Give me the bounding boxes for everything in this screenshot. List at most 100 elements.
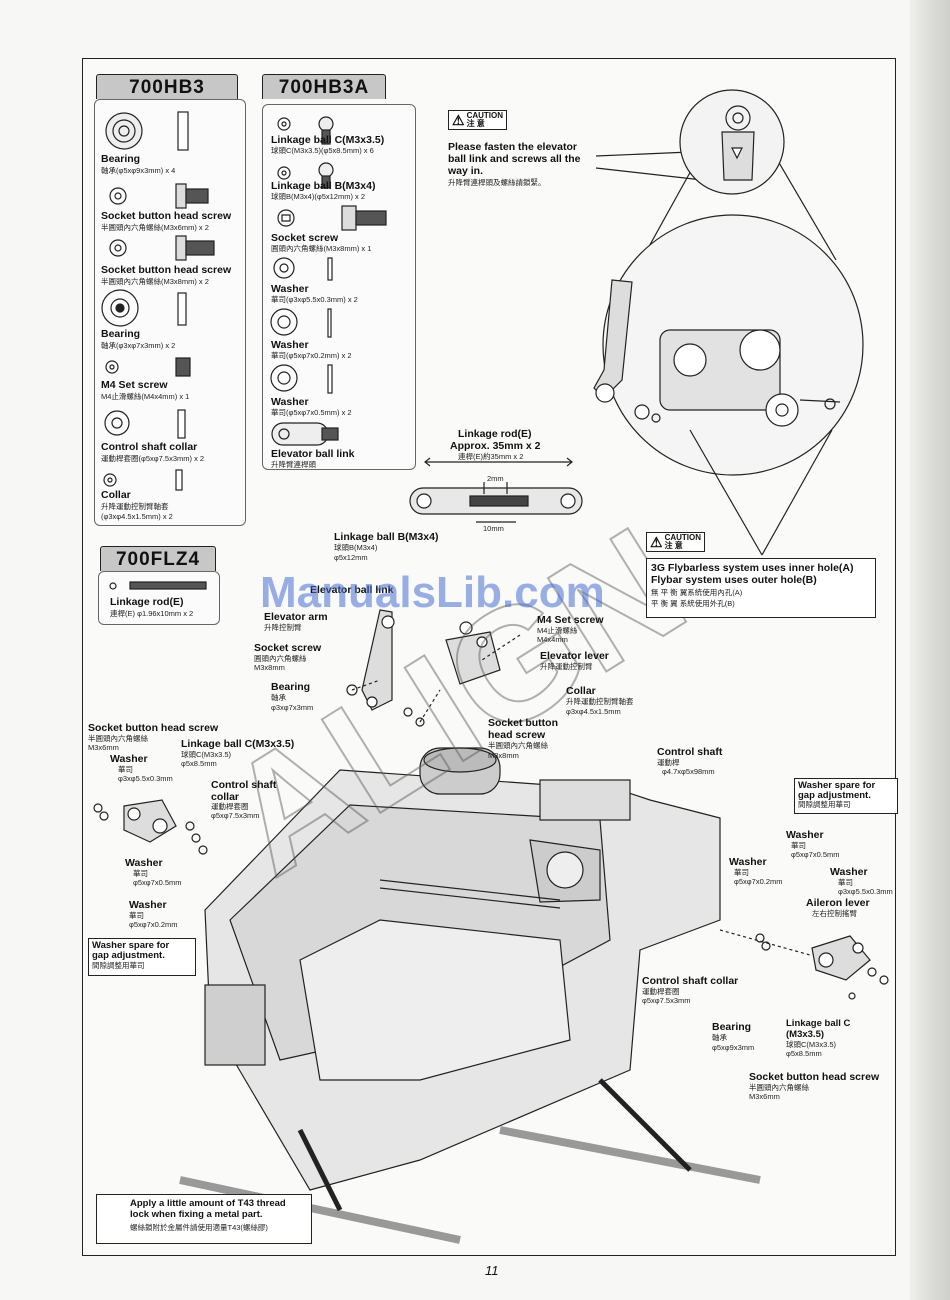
callout-socket-screw-size: M3x8mm (254, 663, 285, 672)
tab-700flz4: 700FLZ4 (100, 546, 216, 571)
scan-edge (910, 0, 950, 1300)
callout-control-shaft-collar-r-cn: 運動桿套圈 (642, 987, 680, 996)
rod-title: Linkage rod(E) (458, 428, 532, 440)
spare-right-cn: 間隙調整用華司 (798, 800, 851, 809)
callout-collar-size: φ3xφ4.5x1.5mm (566, 707, 621, 716)
callout-socket-button-r-cn: 半圓頭內六角螺絲 (749, 1083, 809, 1092)
callout-elevator-lever: Elevator lever (540, 650, 609, 662)
callout-control-shaft-collar: Control shaft (211, 779, 277, 791)
hb3a-item-1-name: Linkage ball C(M3x3.5) (271, 134, 385, 146)
hb3-item-5-spec: M4止滑螺絲(M4x4mm) x 1 (101, 392, 190, 401)
callout-socket-button-m3x6-cn: 半圓頭內六角螺絲 (88, 734, 148, 743)
callout-control-shaft-collar-r-size: φ5xφ7.5x3mm (642, 996, 691, 1005)
thread-lock-line2: lock when fixing a metal part. (130, 1209, 263, 1220)
callout-bearing-size: φ3xφ7x3mm (271, 703, 314, 712)
hb3a-item-6-spec: 華司(φ5xφ7x0.5mm) x 2 (271, 408, 352, 417)
tab-700hb3: 700HB3 (96, 74, 238, 99)
spare-left-cn: 間隙調整用華司 (92, 961, 145, 970)
watermark: ManualsLib.com (260, 568, 605, 617)
page-number: 11 (485, 1263, 499, 1278)
warning-icon: ⚠ (452, 112, 465, 128)
caution-word: CAUTION (664, 533, 702, 542)
callout-washer-r1: Washer (786, 829, 824, 841)
caution1-line2: ball link and screws all the (448, 153, 581, 165)
callout-elevator-arm-cn: 升降控制臂 (264, 623, 302, 632)
thread-lock-box (96, 1194, 312, 1244)
callout-linkage-ball-c-r: Linkage ball C (786, 1018, 851, 1029)
rod-cn: 連桿(E)約35mm x 2 (458, 452, 524, 461)
callout-socket-button-m3x6: Socket button head screw (88, 722, 219, 734)
hb3a-item-3-name: Socket screw (271, 232, 339, 244)
hb3-item-3-spec: 半圓頭內六角螺絲(M3x8mm) x 2 (101, 277, 209, 286)
caution2-cn2: 平 衡 翼 系統使用外孔(B) (651, 599, 735, 608)
hb3-item-2-spec: 半圓頭內六角螺絲(M3x6mm) x 2 (101, 223, 209, 232)
caution2-cn1: 無 平 衡 翼系統使用內孔(A) (651, 588, 743, 597)
callout-linkage-ball-b-cn: 球頭B(M3x4) (334, 543, 378, 552)
callout-bearing-r: Bearing (712, 1021, 752, 1033)
callout-control-shaft-collar-2: collar (211, 791, 240, 803)
callout-linkage-ball-c: Linkage ball C(M3x3.5) (181, 738, 295, 750)
caution2-box (646, 558, 876, 618)
callout-bearing-r-cn: 軸承 (712, 1033, 727, 1042)
hb3a-item-1-spec: 球頭C(M3x3.5)(φ5x8.5mm) x 6 (271, 146, 374, 155)
caution-cn: 注 意 (466, 119, 485, 128)
parts-panel-700hb3a (262, 104, 416, 470)
caution1-cn: 升降臂連桿頭及螺絲請鎖緊。 (448, 178, 546, 187)
callout-control-shaft-collar-size: φ5xφ7.5x3mm (211, 811, 260, 820)
callout-socket-button-size: M3x8mm (488, 751, 519, 760)
spare-box-left (88, 938, 196, 976)
caution-word: CAUTION (466, 111, 504, 120)
caution1-line1: Please fasten the elevator (448, 141, 577, 153)
hb3a-item-2-name: Linkage ball B(M3x4) (271, 180, 376, 192)
rod-dim-10mm: 10mm (483, 524, 504, 533)
hb3a-item-6-name: Washer (271, 396, 309, 408)
callout-m4-cn: M4止滑螺絲 (537, 626, 578, 635)
callout-socket-button-r-size: M3x6mm (749, 1092, 780, 1101)
callout-bearing-cn: 軸承 (271, 693, 286, 702)
spare-box-right (794, 778, 898, 814)
callout-washer-l3-cn: 華司 (129, 911, 144, 920)
parts-panel-700flz4 (98, 571, 220, 625)
hb3a-item-2-spec: 球頭B(M3x4)(φ5x12mm) x 2 (271, 192, 366, 201)
hb3-item-1-name: Bearing (101, 153, 141, 165)
callout-washer-l3-size: φ5xφ7x0.2mm (129, 920, 178, 929)
hb3a-item-4-name: Washer (271, 283, 309, 295)
callout-linkage-ball-c-r-cn: 球頭C(M3x3.5) (786, 1040, 837, 1049)
callout-washer-l2-cn: 華司 (133, 869, 148, 878)
hb3-item-4-name: Bearing (101, 328, 141, 340)
callout-washer-l2: Washer (125, 857, 163, 869)
hb3a-item-4-spec: 華司(φ3xφ5.5x0.3mm) x 2 (271, 295, 358, 304)
tab-700hb3a: 700HB3A (262, 74, 386, 99)
callout-linkage-ball-b-size: φ5x12mm (334, 553, 368, 562)
rod-dim-2mm: 2mm (487, 474, 504, 483)
callout-washer-l2-size: φ5xφ7x0.5mm (133, 878, 182, 887)
callout-collar-cn: 升降運動控制臂軸套 (566, 697, 634, 706)
callout-control-shaft-size: φ4.7xφ5x98mm (662, 767, 715, 776)
caution2-line1: 3G Flybarless system uses inner hole(A) (651, 562, 854, 574)
callout-elevator-arm: Elevator arm (264, 611, 328, 623)
callout-bearing-r-size: φ5xφ9x3mm (712, 1043, 755, 1052)
hb3-item-1-spec: 軸承(φ5xφ9x3mm) x 4 (101, 166, 176, 175)
thread-lock-line1: Apply a little amount of T43 thread (130, 1198, 286, 1209)
callout-aileron-lever-cn: 左右控制搖臂 (812, 909, 857, 918)
hb3a-item-7-spec: 升降臂連桿頭 (271, 460, 316, 469)
callout-washer-l1-cn: 華司 (118, 765, 133, 774)
thread-lock-cn: 螺絲鎖附於金屬件請使用適量T43(螺絲膠) (130, 1223, 268, 1232)
callout-washer-r2: Washer (729, 856, 767, 868)
hb3-item-7-spec2: (φ3xφ4.5x1.5mm) x 2 (101, 512, 173, 521)
spare-right-line2: gap adjustment. (798, 790, 871, 801)
hb3-item-7-spec: 升降運動控制臂軸套 (101, 502, 169, 511)
callout-linkage-ball-b: Linkage ball B(M3x4) (334, 531, 439, 543)
callout-m4-size: M4x4mm (537, 635, 568, 644)
callout-washer-r1-size: φ5xφ7x0.5mm (791, 850, 840, 859)
flz4-spec: 連桿(E) φ1.96x10mm x 2 (110, 609, 194, 618)
hb3-item-6-spec: 運動桿套圈(φ5xφ7.5x3mm) x 2 (101, 454, 205, 463)
caution1-line3: way in. (448, 165, 484, 177)
callout-linkage-ball-c-r-2: (M3x3.5) (786, 1029, 825, 1040)
callout-washer-l1: Washer (110, 753, 148, 765)
callout-socket-screw: Socket screw (254, 642, 322, 654)
callout-bearing: Bearing (271, 681, 311, 693)
callout-socket-button-m3x6-size: M3x6mm (88, 743, 119, 752)
